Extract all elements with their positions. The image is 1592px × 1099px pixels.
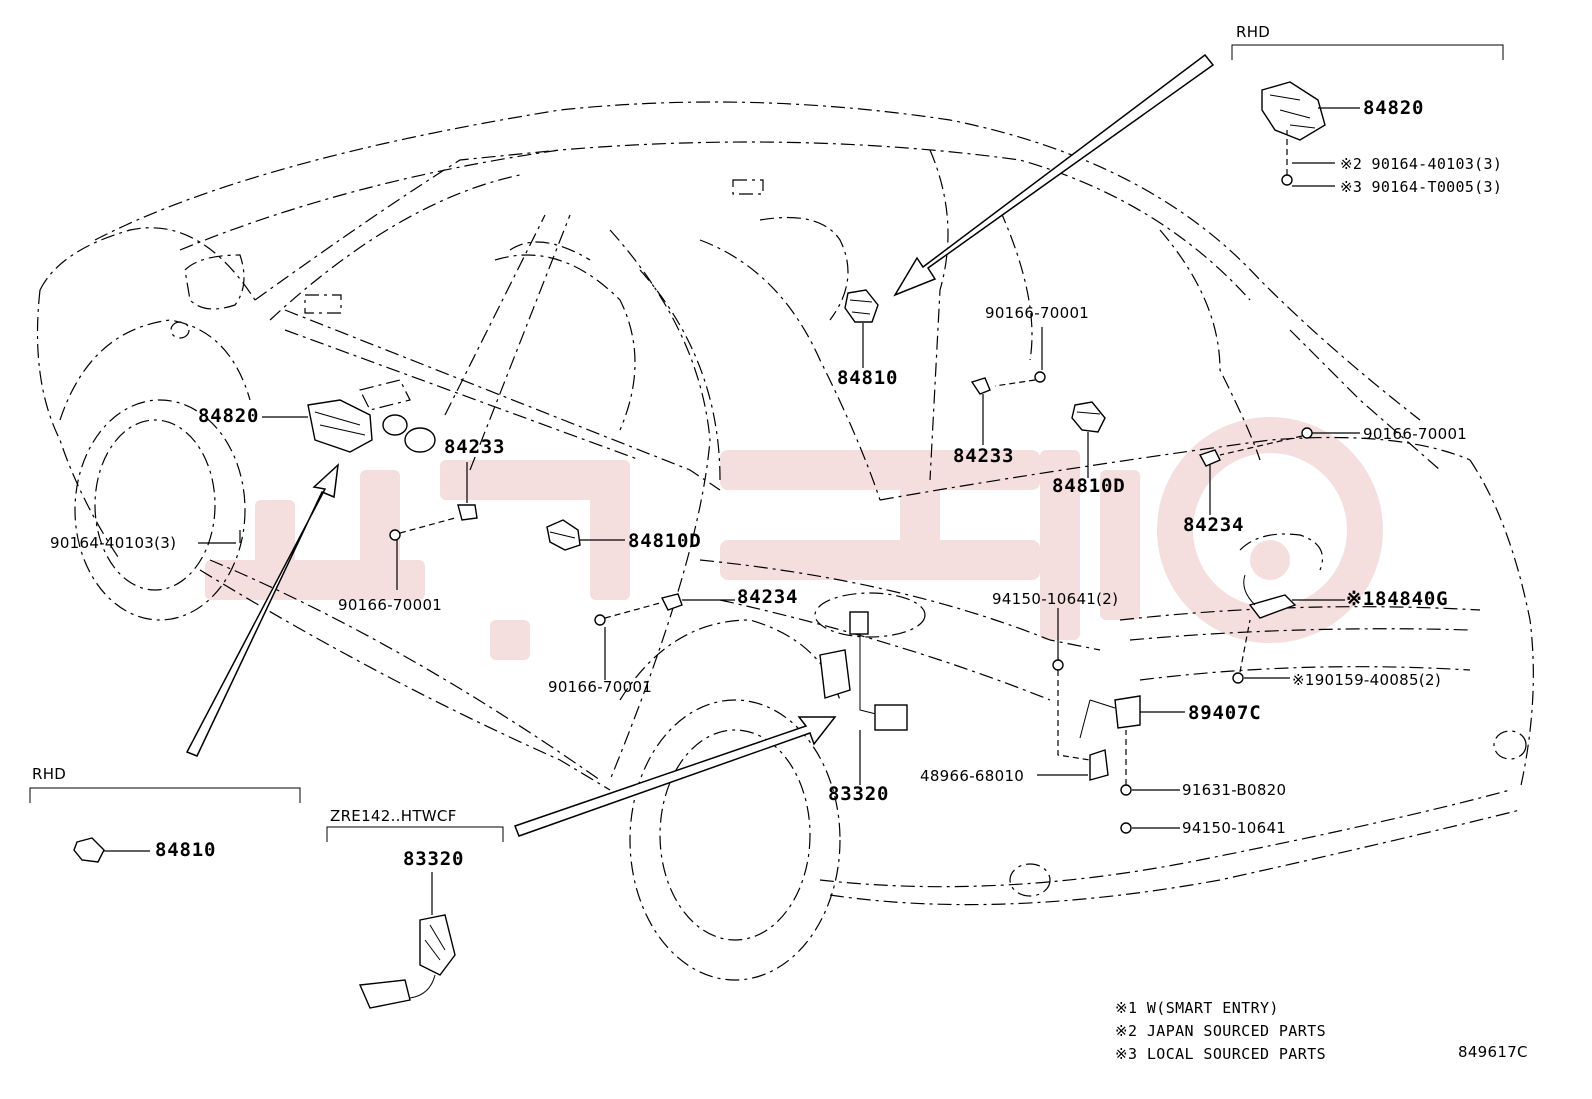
switch-84233-right-icon — [970, 377, 991, 445]
part-label-90166-70001-c[interactable]: 90166-70001 — [338, 596, 443, 614]
section-label-rhd-top: RHD — [1236, 23, 1271, 41]
part-label-90166-70001-a[interactable]: 90166-70001 — [985, 304, 1090, 322]
part-label-94150-10641[interactable]: 94150-10641 — [1182, 819, 1287, 837]
sender-83320-center-icon — [819, 611, 908, 731]
part-label-84234-center[interactable]: 84234 — [737, 586, 799, 608]
part-label-84233-right[interactable]: 84233 — [953, 445, 1015, 467]
footnote-3: ※3 LOCAL SOURCED PARTS — [1115, 1045, 1327, 1063]
screw-90159-icon — [1232, 619, 1251, 684]
section-label-rhd-left: RHD — [32, 765, 67, 783]
switch-84810D-left-icon — [546, 519, 581, 551]
car-body-outline — [36, 101, 1534, 981]
part-label-84820-top[interactable]: 84820 — [1363, 97, 1425, 119]
switch-84820-left-icon — [307, 399, 436, 453]
bolt-90166-left-icon — [389, 517, 456, 541]
sender-83320-box-icon — [358, 914, 456, 1009]
diagram-code: 849617C — [1458, 1043, 1528, 1061]
part-label-90164-40103-left[interactable]: 90164-40103(3) — [50, 534, 177, 552]
switch-84810-center-icon — [844, 289, 879, 323]
part-label-91631-B0820[interactable]: 91631-B0820 — [1182, 781, 1287, 799]
bolt-91631-icon — [1120, 730, 1132, 796]
part-label-94150-10641-2[interactable]: 94150-10641(2) — [992, 590, 1119, 608]
switch-84820-top-icon — [1261, 81, 1326, 141]
pointer-arrows — [185, 53, 1215, 837]
switch-84234-center-icon — [660, 593, 683, 611]
switch-84810-left-icon — [73, 837, 105, 863]
switch-84840G-icon — [1243, 574, 1297, 619]
part-label-84233-left[interactable]: 84233 — [444, 436, 506, 458]
section-label-zre: ZRE142..HTWCF — [330, 807, 457, 825]
section-brackets — [29, 44, 1504, 842]
footnote-1: ※1 W(SMART ENTRY) — [1115, 999, 1279, 1017]
nut-94150-icon — [1052, 659, 1132, 834]
part-label-90164-t0005-top[interactable]: ※3 90164-T0005(3) — [1340, 178, 1503, 196]
bolt-90166-center-icon — [594, 602, 661, 626]
part-label-89407C[interactable]: 89407C — [1188, 702, 1262, 724]
part-label-84810-left[interactable]: 84810 — [155, 839, 217, 861]
arrow-zre — [514, 716, 837, 837]
screw-top-icon — [1281, 130, 1293, 186]
footnote-2: ※2 JAPAN SOURCED PARTS — [1115, 1022, 1327, 1040]
part-label-83320-box[interactable]: 83320 — [403, 848, 465, 870]
part-label-83320-center[interactable]: 83320 — [828, 783, 890, 805]
switch-84233-left-icon — [457, 504, 478, 521]
part-label-90166-70001-b[interactable]: 90166-70001 — [1363, 425, 1468, 443]
part-label-84810D-right[interactable]: 84810D — [1052, 475, 1126, 497]
part-label-90164-40103-top[interactable]: ※2 90164-40103(3) — [1340, 155, 1503, 173]
leader-lines — [104, 107, 1360, 915]
bolt-90166-right-icon — [994, 371, 1046, 387]
switch-84810D-right-icon — [1071, 401, 1106, 433]
sensor-89407C-icon — [1079, 695, 1141, 739]
part-label-84234-right[interactable]: 84234 — [1183, 514, 1245, 536]
arrow-rhd-left — [185, 463, 339, 757]
part-label-48966-68010[interactable]: 48966-68010 — [920, 767, 1025, 785]
bracket-48966-icon — [1089, 749, 1109, 781]
arrow-rhd-top — [893, 53, 1215, 297]
part-label-84820-left[interactable]: 84820 — [198, 405, 260, 427]
parts — [73, 81, 1326, 1009]
watermark-logo — [205, 417, 1383, 660]
part-label-84840G[interactable]: ※184840G — [1346, 588, 1449, 610]
part-label-90159-40085[interactable]: ※190159-40085(2) — [1292, 671, 1442, 689]
part-label-84810D-left[interactable]: 84810D — [628, 530, 702, 552]
switch-84234-right-icon — [1198, 449, 1221, 467]
part-label-90166-70001-d[interactable]: 90166-70001 — [548, 678, 653, 696]
part-label-84810-center[interactable]: 84810 — [837, 367, 899, 389]
